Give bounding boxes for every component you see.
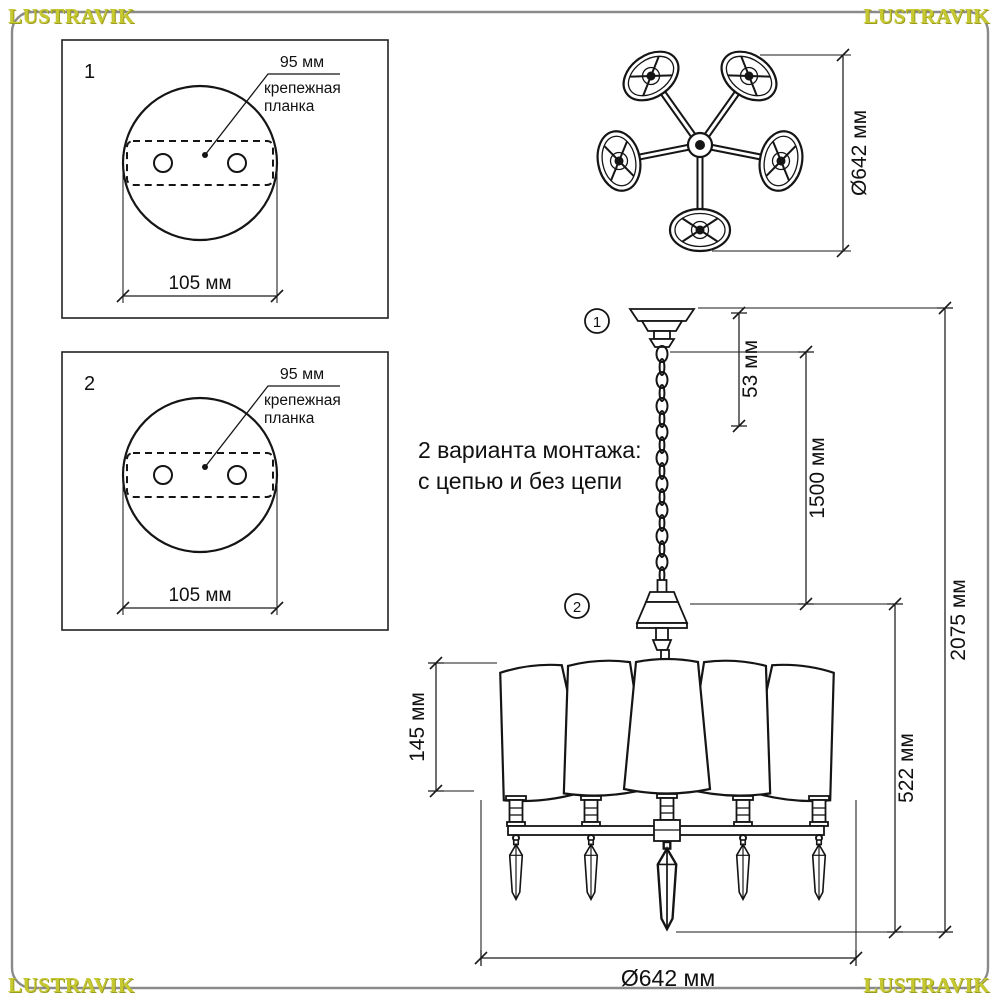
mounting-note-line1: 2 варианта монтажа: [418, 437, 641, 463]
outer-border [10, 10, 990, 990]
crystal-pendant-center [656, 840, 678, 931]
watermark-top-left: LUSTRAVIK [8, 4, 135, 28]
panel-2: 2 95 мм крепежная планка 105 мм [61, 351, 389, 631]
dim-53-label: 53 мм [739, 340, 762, 398]
dim-105-label-2: 105 мм [168, 585, 231, 606]
panel-2-box [61, 351, 389, 631]
crystal-pendant [811, 839, 827, 901]
candle-holder [580, 795, 602, 827]
extension-lines [430, 307, 950, 966]
lamp-shade-top-view [668, 207, 732, 253]
top-view: Ø642 мм [591, 40, 871, 258]
dimension-2075mm: 2075 мм [937, 301, 970, 939]
dimension-105mm-1: 105 мм [116, 170, 284, 303]
canopy-1 [628, 308, 696, 348]
dim-1500-label: 1500 мм [806, 437, 829, 518]
dimension-diameter-top-view: Ø642 мм [712, 48, 871, 258]
panel-1: 1 95 мм крепежная планка 105 мм [61, 39, 389, 319]
dimension-diameter-bottom: Ø642 мм [474, 950, 863, 991]
dim-diameter-top-label: Ø642 мм [848, 110, 871, 196]
marker-2: 2 [564, 593, 590, 619]
leader-line-1 [204, 73, 340, 156]
candle-holder [505, 795, 527, 827]
lamp-shade-side [622, 657, 712, 795]
chain [655, 345, 669, 584]
top-view-hub-dot [695, 140, 705, 150]
crystal-pendant [508, 839, 524, 901]
crystal-pendant [735, 839, 751, 901]
crystal-pendants [508, 834, 827, 931]
crystal-pendant [583, 839, 599, 901]
lamp-shade-top-view [711, 40, 787, 112]
dim-2075-label: 2075 мм [947, 579, 970, 660]
dimension-145mm: 145 мм [406, 656, 444, 798]
plate-spacing-label-1: 95 мм [280, 54, 324, 71]
plate-caption-line2-1: планка [264, 98, 315, 115]
arm-bar [507, 819, 825, 842]
plate-caption-line1-2: крепежная [264, 392, 341, 409]
marker-2-label: 2 [573, 599, 581, 616]
dim-145-label: 145 мм [406, 692, 429, 762]
dimension-1500mm: 1500 мм [798, 345, 829, 611]
marker-1: 1 [584, 308, 610, 334]
dim-522-label: 522 мм [895, 733, 918, 803]
candle-holder [732, 795, 754, 827]
watermark-bottom-left: LUSTRAVIK [8, 973, 135, 997]
mounting-note-line2: с цепью и без цепи [418, 468, 622, 494]
dimension-522mm: 522 мм [887, 597, 918, 939]
panel-1-box [61, 39, 389, 319]
mounting-plate-diagram-2 [121, 396, 279, 554]
panel-1-number: 1 [84, 61, 95, 83]
side-view: 2 варианта монтажа: с цепью и без цепи 1… [406, 301, 970, 991]
lamp-shade-top-view [613, 40, 689, 112]
canopy-2 [635, 579, 689, 663]
leader-line-2 [204, 385, 340, 468]
watermark-top-right: LUSTRAVIK [863, 4, 990, 28]
dimension-105mm-2: 105 мм [116, 482, 284, 615]
dimension-53mm: 53 мм [731, 306, 762, 433]
plate-caption-line1-1: крепежная [264, 80, 341, 97]
plate-caption-line2-2b: планка [264, 410, 315, 427]
panel-2-number: 2 [84, 373, 95, 395]
dim-105-label-1: 105 мм [168, 273, 231, 294]
watermark-bottom-right: LUSTRAVIK [863, 973, 990, 997]
marker-1-label: 1 [593, 314, 601, 331]
dim-diameter-bottom-label: Ø642 мм [621, 965, 715, 991]
lamp-shade-top-view [753, 126, 809, 196]
plate-spacing-label-2: 95 мм [280, 366, 324, 383]
lamp-shade-top-view [591, 126, 647, 196]
mounting-plate-diagram-1 [121, 84, 279, 242]
candle-holder [808, 795, 830, 827]
shades-row [486, 657, 848, 806]
